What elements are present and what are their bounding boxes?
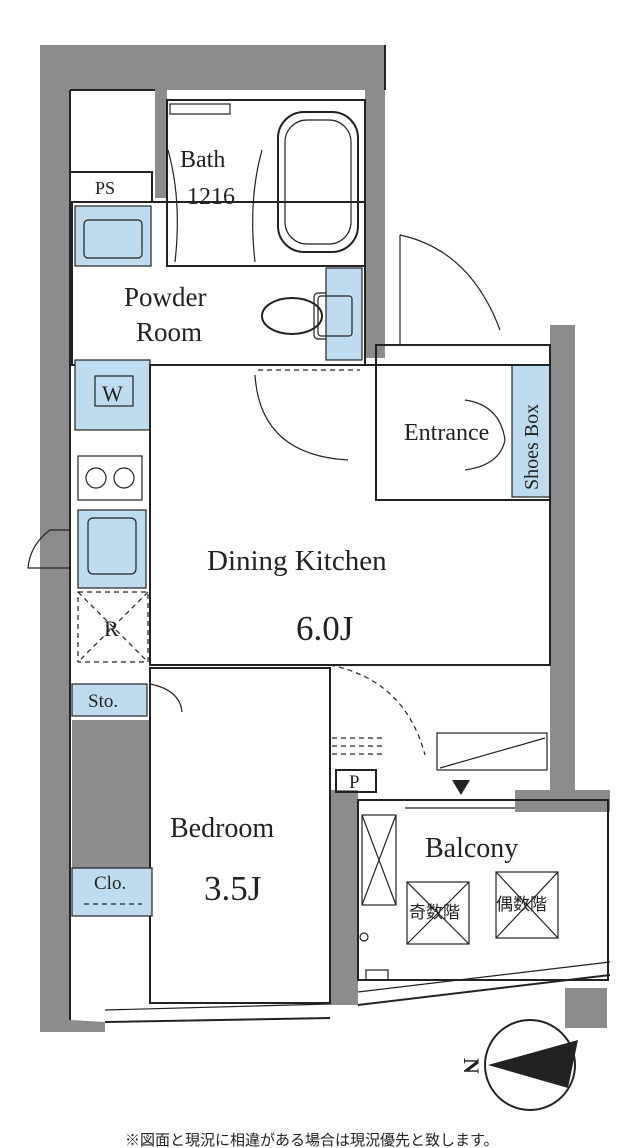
- column-bottom-right: [565, 988, 607, 1028]
- balcony-door: [405, 799, 515, 809]
- entrance-door-swing: [399, 234, 501, 345]
- toilet: [261, 297, 323, 335]
- bathtub-inner: [284, 119, 352, 245]
- balcony-label: Balcony: [425, 833, 518, 864]
- evac-hatch-even: [495, 871, 559, 939]
- divider-column: [330, 790, 358, 1005]
- ps-label: PS: [95, 178, 115, 198]
- closet-label: Clo.: [94, 873, 126, 894]
- mid-column: [72, 720, 150, 870]
- shoes-box-label: Shoes Box: [521, 404, 543, 490]
- compass-circle: [484, 1019, 576, 1111]
- storage-label: Sto.: [88, 691, 118, 712]
- bath-right-wall: [365, 88, 385, 358]
- balcony-drain: [359, 932, 369, 942]
- bath-door: [167, 149, 263, 263]
- bath-left-wall: [155, 88, 167, 198]
- vanity-basin: [83, 219, 143, 259]
- evac-hatch-odd-cross: [406, 881, 470, 945]
- compass-needle-icon: [488, 1040, 578, 1088]
- toilet-tank-inner: [317, 295, 353, 337]
- bath-label: Bath: [180, 147, 225, 173]
- outer-wall-line: [69, 45, 386, 1020]
- refrigerator-cross: [77, 591, 149, 663]
- outdoor-unit: [361, 814, 397, 906]
- bedroom: [149, 667, 331, 1004]
- shoes-box: [511, 364, 551, 498]
- kitchen-basin: [87, 517, 137, 575]
- evac-hatch-odd: [406, 881, 470, 945]
- kitchen-sink: [77, 509, 147, 589]
- dining-kitchen-size: 6.0J: [296, 609, 353, 648]
- storage-closet: [71, 683, 148, 717]
- odd-floors-label: 奇数階: [409, 903, 460, 922]
- entrance-inner-door: [464, 399, 506, 471]
- compass-north-label: N: [459, 1058, 484, 1074]
- kitchen-window: [27, 529, 70, 569]
- bath-size-label: 1216: [187, 184, 235, 210]
- entrance-label: Entrance: [404, 420, 489, 446]
- direction-triangle: [452, 780, 470, 795]
- dining-door-swing: [254, 374, 349, 461]
- air-conditioner-line: [439, 737, 546, 769]
- closet: [71, 867, 153, 917]
- hall-door-swing: [329, 664, 426, 756]
- washer-space: [74, 359, 151, 431]
- vanity-sink: [74, 205, 152, 267]
- refrigerator-label: R: [104, 616, 119, 641]
- evac-hatch-even-cross: [495, 871, 559, 939]
- pipe-space: [335, 769, 377, 793]
- burner-right: [113, 467, 135, 489]
- pipe-space-label: P: [349, 772, 360, 793]
- toilet-shelf: [325, 267, 363, 361]
- washer-label: W: [102, 381, 123, 406]
- east-wall: [550, 325, 575, 790]
- hall-step: [332, 737, 385, 755]
- dining-kitchen-label: Dining Kitchen: [207, 545, 387, 577]
- bottom-window-line: [104, 961, 611, 1011]
- air-conditioner: [436, 732, 548, 771]
- bathtub: [277, 111, 359, 253]
- powder-label-2: Room: [136, 317, 202, 347]
- disclaimer-note: ※図面と現況に相違がある場合は現況優先と致します。: [125, 1132, 499, 1148]
- dining-kitchen: [149, 364, 551, 666]
- washer-box: [94, 375, 134, 407]
- burner-left: [85, 467, 107, 489]
- bath-room: [166, 99, 366, 267]
- bedroom-label: Bedroom: [170, 813, 274, 844]
- powder-label-1: Powder: [124, 282, 207, 312]
- even-floors-label: 偶数階: [496, 895, 547, 914]
- outdoor-unit-cross: [361, 814, 397, 906]
- bedroom-size: 3.5J: [204, 869, 261, 908]
- bath-vanity-strip: [169, 103, 231, 115]
- storage-door-swing: [149, 683, 183, 713]
- stove: [77, 455, 143, 501]
- balcony-vent: [365, 969, 389, 981]
- refrigerator-space: [77, 591, 149, 663]
